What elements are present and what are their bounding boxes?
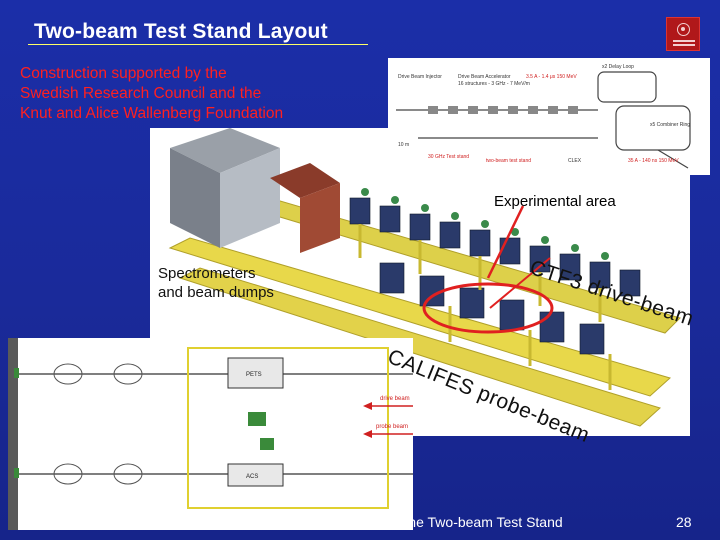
spectrometers-line-1: Spectrometers: [158, 265, 256, 282]
spectrometers-label: Spectrometers and beam dumps: [158, 264, 274, 302]
overview-label: CLEX: [568, 158, 582, 164]
title-underline: [28, 44, 368, 45]
overview-label: 16 structures - 3 GHz - 7 MeV/m: [458, 81, 530, 87]
pets-label: PETS: [246, 372, 262, 378]
acs-label: ACS: [246, 474, 258, 480]
credit-line-3: Knut and Alice Wallenberg Foundation: [20, 105, 284, 122]
overview-label: Drive Beam Injector: [398, 74, 442, 80]
overview-label: two-beam test stand: [486, 158, 531, 164]
experimental-area-label: Experimental area: [494, 193, 616, 210]
credit-line-1: Construction supported by the: [20, 65, 227, 82]
ctf3-overview-diagram: Drive Beam Injector Drive Beam Accelerat…: [388, 58, 710, 175]
credit-line-2: Swedish Research Council and the: [20, 85, 262, 102]
overview-callout: 3.5 A - 1.4 μs 150 MeV: [526, 74, 577, 80]
overview-label: Drive Beam Accelerator: [458, 74, 511, 80]
footer-title: Roger Ruber - Multi-TeV Collider R&D in …: [150, 514, 563, 530]
overview-label: x2 Delay Loop: [602, 64, 634, 70]
spectrometers-line-2: and beam dumps: [158, 284, 274, 301]
funding-credit: Construction supported by the Swedish Re…: [20, 64, 380, 124]
university-seal-icon: [666, 17, 700, 51]
overview-callout: 35 A - 140 ns 150 MeV: [628, 158, 679, 164]
overview-label: 30 GHz Test stand: [428, 154, 469, 160]
slide-title: Two-beam Test Stand Layout: [34, 20, 328, 43]
drive-beam-label: drive beam: [380, 396, 410, 402]
footer-date: 25 Sep 2008: [36, 514, 116, 530]
overview-label: x5 Combiner Ring: [650, 122, 690, 128]
beamline-schematic: PETS ACS drive beam probe beam: [8, 338, 428, 530]
page-number: 28: [676, 514, 692, 530]
overview-scale: 10 m: [398, 142, 409, 148]
probe-beam-label: probe beam: [376, 424, 408, 430]
test-stand-3d-rendering: [150, 128, 690, 436]
